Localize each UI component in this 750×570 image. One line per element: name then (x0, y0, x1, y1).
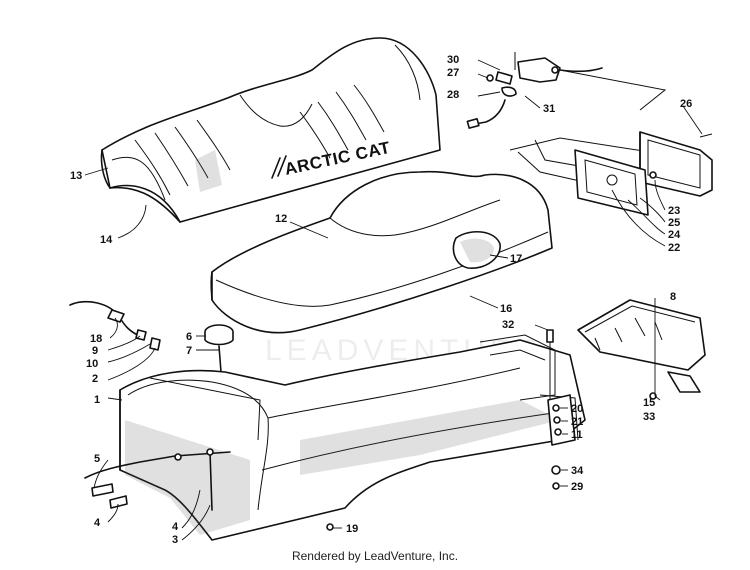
callout-9: 9 (92, 345, 98, 357)
taillight-assembly (509, 61, 713, 216)
callout-labels: 13 14 12 17 16 32 8 15 33 26 23 25 24 22… (70, 54, 692, 546)
callout-13: 13 (70, 170, 82, 182)
callout-21: 21 (571, 416, 583, 428)
callout-19: 19 (346, 523, 358, 535)
callout-18: 18 (90, 333, 102, 345)
fuel-tank (119, 334, 586, 541)
callout-11: 11 (571, 429, 583, 441)
callout-10: 10 (86, 358, 98, 370)
callout-7: 7 (186, 345, 192, 357)
callout-4-left: 4 (94, 517, 101, 529)
right-fasteners (326, 329, 657, 531)
callout-32: 32 (502, 319, 514, 331)
callout-27: 27 (447, 67, 459, 79)
callout-25: 25 (668, 217, 680, 229)
callout-8: 8 (670, 291, 676, 303)
callout-1: 1 (94, 394, 100, 406)
callout-24: 24 (668, 229, 681, 241)
seat-foam (210, 170, 553, 334)
callout-30: 30 (447, 54, 459, 66)
callout-12: 12 (275, 213, 287, 225)
callout-5: 5 (94, 453, 100, 465)
callout-28: 28 (447, 89, 459, 101)
callout-3: 3 (172, 534, 178, 546)
leader-lines (84, 59, 703, 541)
footer-credit: Rendered by LeadVenture, Inc. (291, 549, 459, 563)
callout-4-right: 4 (172, 521, 179, 533)
callout-17: 17 (510, 253, 522, 265)
callout-26: 26 (680, 98, 692, 110)
callout-20: 20 (571, 403, 583, 415)
callout-6: 6 (186, 331, 192, 343)
callout-29: 29 (571, 481, 583, 493)
callout-34: 34 (571, 465, 584, 477)
callout-31: 31 (543, 103, 555, 115)
fuel-line (69, 301, 231, 511)
mount-bracket (466, 52, 603, 129)
callout-33: 33 (643, 411, 655, 423)
rear-trim-panel (577, 299, 706, 393)
callout-15: 15 (643, 397, 655, 409)
callout-14: 14 (100, 234, 113, 246)
callout-23: 23 (668, 205, 680, 217)
callout-2: 2 (92, 373, 98, 385)
callout-22: 22 (668, 242, 680, 254)
callout-16: 16 (500, 303, 512, 315)
